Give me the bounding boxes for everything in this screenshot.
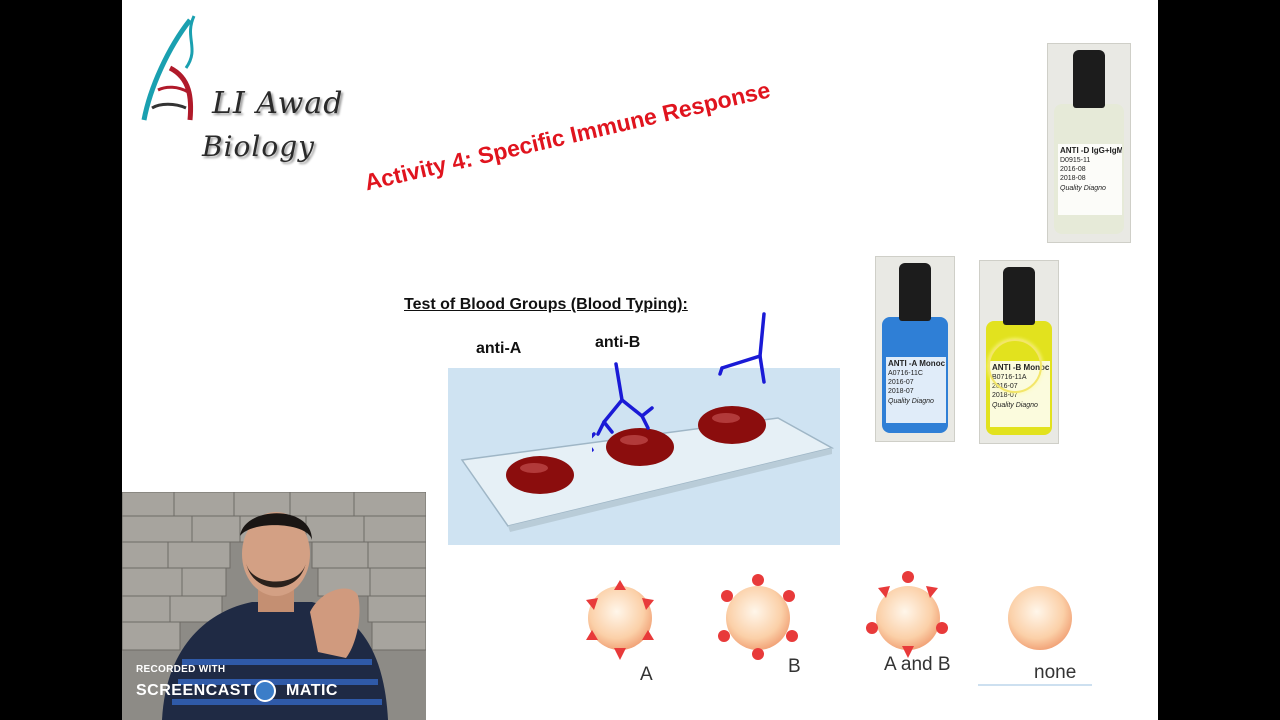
cell-label-a: A [640, 664, 653, 685]
logo-text-ali-awad: LI Awad [212, 86, 344, 121]
bottle-lot-line: 2018-07 [888, 388, 914, 395]
slide-subtitle: Test of Blood Groups (Blood Typing): [404, 296, 688, 313]
ali-awad-biology-logo: LI Awad Biology [130, 8, 350, 168]
cursor-highlight-ring [988, 339, 1042, 393]
bottle-lot-line: D0915-11 [1060, 157, 1091, 164]
rbc-type-a [586, 580, 654, 660]
rbc-type-b [718, 574, 798, 660]
bottle-lot-line: 2016-08 [1060, 166, 1086, 173]
anti-a-label: anti-A [476, 340, 522, 357]
antibody-icon-2 [596, 362, 654, 436]
webcam-overlay: RECORDED WITH SCREENCAST MATIC [122, 492, 426, 720]
glass-slide-image [448, 368, 840, 545]
recorder-logo-icon [254, 680, 276, 702]
bottle-footer: Quality Diagno [992, 402, 1038, 409]
recorder-brand-left: SCREENCAST [136, 682, 252, 699]
bottle-footer: Quality Diagno [888, 398, 934, 405]
rbc-antigen-diagrams [586, 571, 1092, 686]
antibody-icon-3 [718, 312, 766, 384]
bottle-label: ANTI -D IgG+IgM [1060, 146, 1122, 155]
bottle-label: ANTI -A Monoc [888, 359, 946, 368]
bottle-lot-line: 2016-07 [888, 379, 914, 386]
blood-drop-1 [506, 456, 574, 494]
presenter-video [122, 492, 426, 720]
cell-label-none: none [1034, 662, 1077, 683]
bottle-footer: Quality Diagno [1060, 185, 1106, 192]
cell-label-a-and-b: A and B [884, 654, 951, 675]
slide-title: Activity 4: Specific Immune Response [362, 76, 773, 196]
recorder-brand-right: MATIC [286, 682, 338, 699]
logo-text-biology: Biology [202, 130, 315, 163]
rbc-type-none [1008, 586, 1072, 650]
bottle-lot-line: 2018-08 [1060, 175, 1086, 182]
recorder-caption: RECORDED WITH [136, 664, 226, 675]
rbc-type-ab [866, 571, 948, 658]
antibody-drawings [592, 312, 766, 452]
antibody-icon-1 [592, 432, 596, 452]
anti-b-label: anti-B [595, 334, 641, 351]
cell-label-b: B [788, 656, 801, 677]
bottle-lot-line: 2018-07 [992, 392, 1018, 399]
dna-logo-icon [141, 15, 196, 121]
bottle-lot-line: A0716-11C [888, 370, 923, 377]
